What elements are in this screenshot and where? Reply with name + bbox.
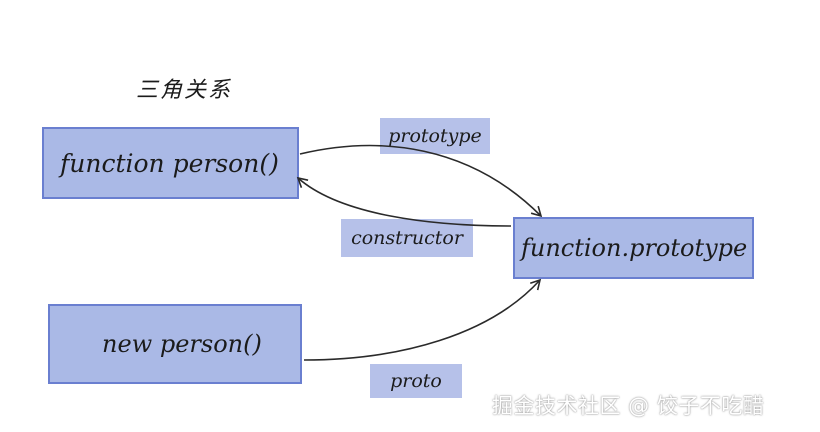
edge-label-prototype: prototype [380,118,490,154]
node-new-person: new person() [48,304,302,384]
edge-label-proto: proto [370,364,462,398]
edge-label-constructor: constructor [341,219,473,257]
node-function-person: function person() [42,127,299,199]
node-function-person-label: function person() [60,148,279,178]
diagram-title: 三角关系 [136,78,233,103]
node-function-prototype-label: function.prototype [521,234,748,262]
watermark: 掘金技术社区 @ 饺子不吃醋 [492,394,765,418]
node-function-prototype: function.prototype [513,217,754,279]
arrow-proto [303,278,542,361]
edge-label-prototype-text: prototype [388,125,482,147]
arrow-prototype [299,144,543,218]
edge-label-proto-text: proto [390,370,442,392]
edge-label-constructor-text: constructor [351,227,463,249]
node-new-person-label: new person() [102,330,262,358]
